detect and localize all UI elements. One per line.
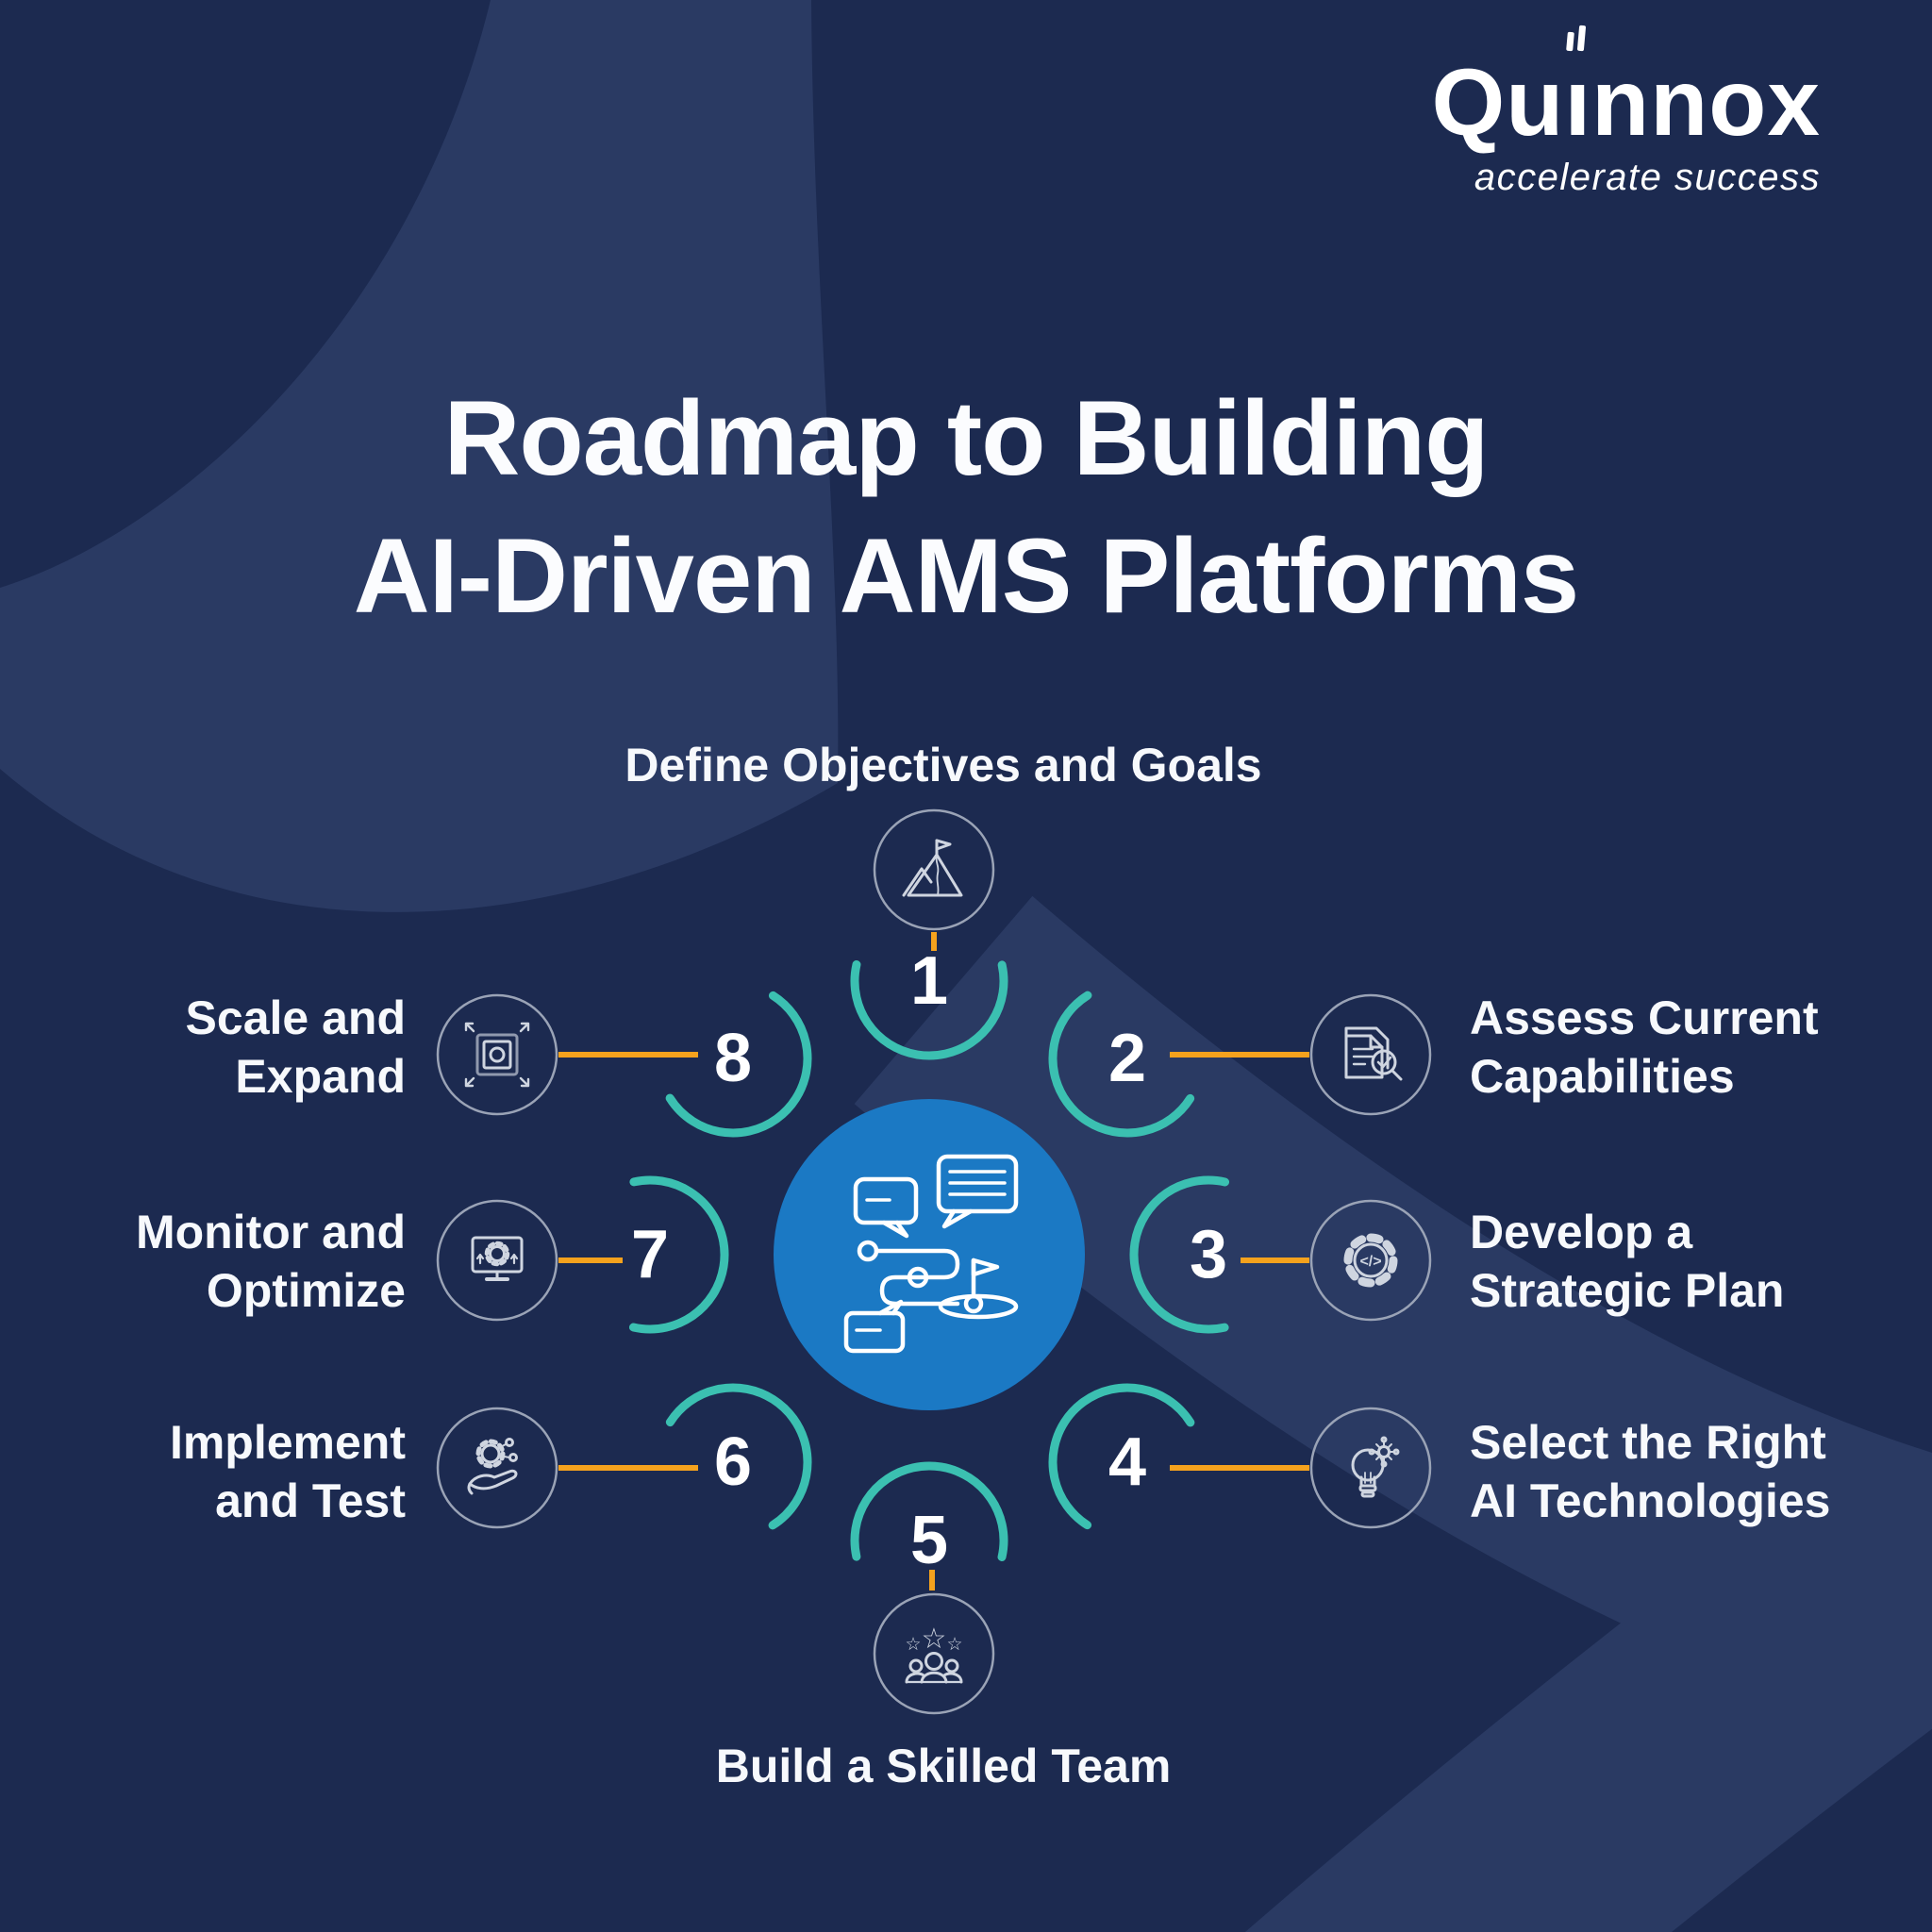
step-number-3: 3 (1189, 1217, 1228, 1292)
step-number-8: 8 (713, 1021, 753, 1096)
step-label-7-line1: Monitor and (135, 1206, 406, 1258)
step-label-6-line2: and Test (215, 1474, 406, 1527)
step-label-6-line1: Implement (169, 1416, 406, 1469)
title-line-2: AI-Driven AMS Platforms (353, 517, 1579, 635)
quinnox-logo: Quınnox accelerate success (1431, 55, 1821, 199)
arc-step-8 (654, 979, 812, 1138)
svg-text:☆: ☆ (922, 1624, 947, 1655)
lightbulb-ai-spark-icon (1351, 1436, 1400, 1498)
logo-brand: Quınnox (1431, 55, 1821, 151)
step-label-3-line2: Strategic Plan (1470, 1264, 1785, 1317)
svg-text:☆: ☆ (905, 1635, 921, 1655)
connector-lines (558, 932, 1309, 1591)
background-swoosh-shape (0, 0, 839, 912)
expand-arrows-icon (464, 1022, 530, 1088)
step-number-2: 2 (1108, 1021, 1147, 1096)
step-label-2: Assess Current Capabilities (1470, 989, 1819, 1106)
document-magnifier-check-icon (1344, 1026, 1403, 1081)
arc-step-2 (1048, 979, 1207, 1138)
arc-step-6 (654, 1383, 812, 1541)
arc-step-7 (571, 1175, 729, 1334)
step-number-5: 5 (909, 1503, 949, 1578)
logo-tagline: accelerate success (1474, 157, 1821, 198)
step-label-1: Define Objectives and Goals (625, 739, 1262, 791)
step-label-7-line2: Optimize (206, 1264, 406, 1317)
step-label-2-line1: Assess Current (1470, 991, 1819, 1044)
step-label-3: Develop a Strategic Plan (1470, 1203, 1784, 1320)
monitor-gear-arrows-icon (471, 1236, 524, 1281)
step-number-1: 1 (909, 943, 949, 1019)
step-number-7: 7 (630, 1217, 670, 1292)
logo-brand-post: nnox (1591, 50, 1821, 156)
step-number-6: 6 (713, 1424, 753, 1500)
hub-circle (774, 1099, 1085, 1410)
mountain-flag-goal-icon (902, 839, 963, 897)
step-number-4: 4 (1108, 1424, 1147, 1500)
team-stars-icon: ☆ ☆ ☆ (905, 1624, 963, 1684)
arc-step-5 (850, 1461, 1008, 1620)
step-label-5: Build a Skilled Team (715, 1740, 1172, 1792)
step-label-4: Select the Right AI Technologies (1470, 1413, 1830, 1530)
svg-text:</>: </> (1359, 1254, 1381, 1270)
step-label-7: Monitor and Optimize (136, 1203, 406, 1320)
step-label-8-line2: Expand (235, 1050, 406, 1103)
arc-step-3 (1129, 1175, 1288, 1334)
svg-text:☆: ☆ (946, 1635, 962, 1655)
page-title: Roadmap to Building AI-Driven AMS Platfo… (0, 370, 1932, 645)
step-arcs (571, 902, 1288, 1620)
arc-step-4 (1048, 1383, 1207, 1541)
step-label-2-line2: Capabilities (1470, 1050, 1735, 1103)
gear-code-icon: </> (1343, 1233, 1398, 1288)
logo-brand-pre: Qu (1431, 50, 1565, 156)
icon-circles (436, 808, 1432, 1715)
step-label-4-line1: Select the Right (1470, 1416, 1826, 1469)
step-label-3-line1: Develop a (1470, 1206, 1693, 1258)
step-label-8-line1: Scale and (185, 991, 406, 1044)
logo-i-ticks-icon: ı (1564, 50, 1592, 156)
hand-gear-icon (467, 1438, 518, 1495)
title-line-1: Roadmap to Building (443, 379, 1489, 497)
step-label-6: Implement and Test (170, 1413, 406, 1530)
arc-step-1 (850, 902, 1008, 1060)
step-label-4-line2: AI Technologies (1470, 1474, 1831, 1527)
roadmap-chat-flag-icon (843, 1154, 1019, 1354)
step-label-8: Scale and Expand (186, 989, 406, 1106)
